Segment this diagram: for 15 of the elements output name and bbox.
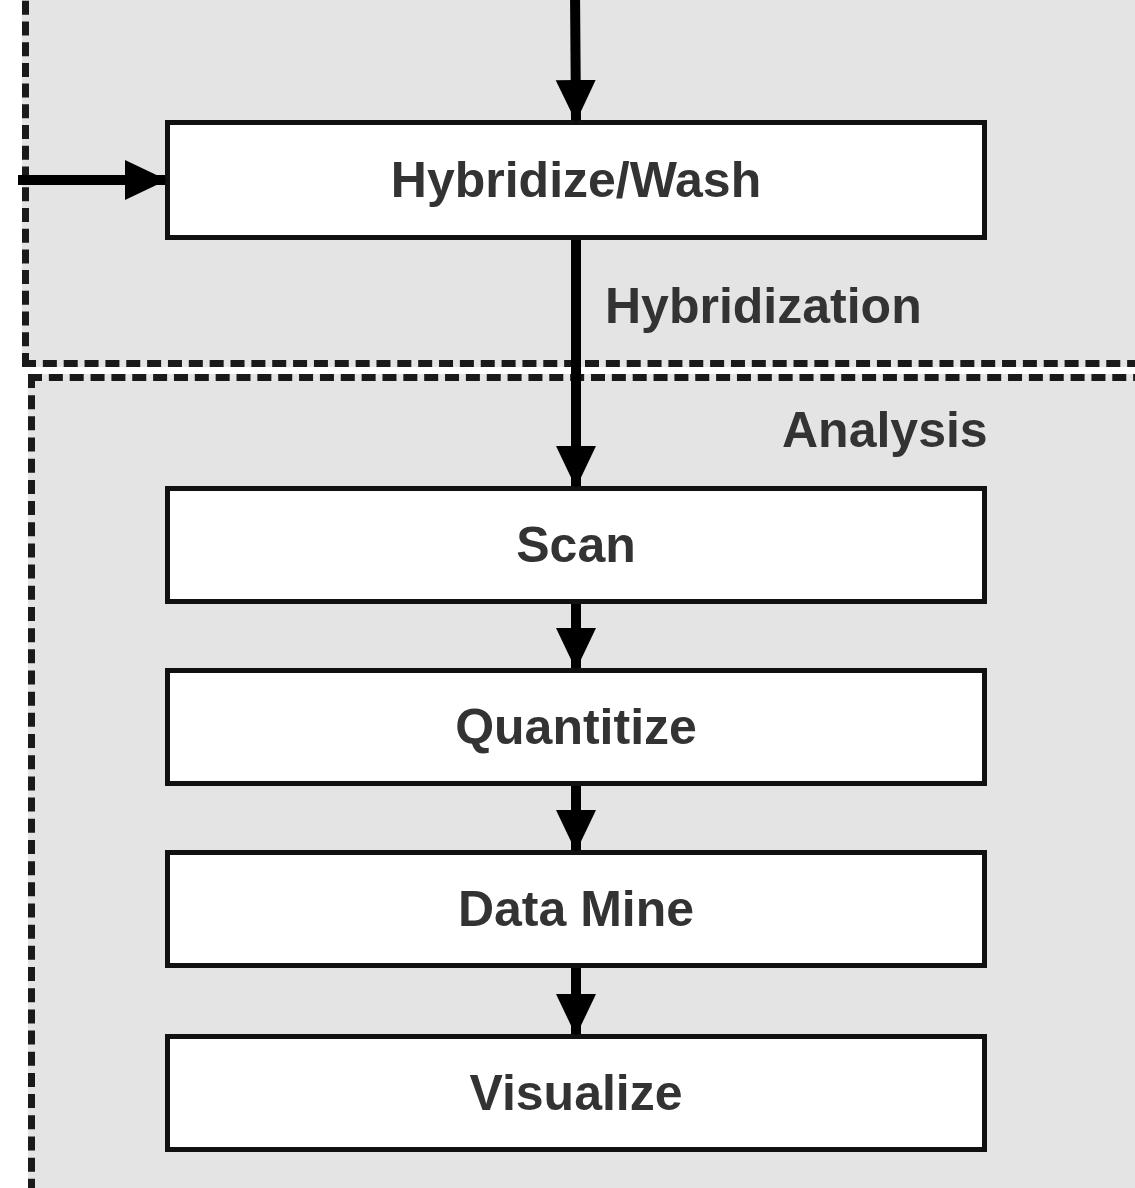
arrow — [556, 240, 596, 488]
group-region — [28, 374, 1135, 1188]
process-box: Hybridize/Wash — [165, 120, 987, 240]
region-label: Hybridization — [605, 277, 922, 335]
process-box: Quantitize — [165, 668, 987, 786]
arrow — [18, 160, 167, 200]
region-label: Analysis — [782, 401, 988, 459]
arrow — [555, 0, 596, 122]
arrow — [556, 968, 596, 1036]
arrow — [556, 786, 596, 852]
process-box: Scan — [165, 486, 987, 604]
group-region — [22, 0, 1135, 367]
arrow — [556, 604, 596, 670]
process-box: Visualize — [165, 1034, 987, 1152]
process-box: Data Mine — [165, 850, 987, 968]
